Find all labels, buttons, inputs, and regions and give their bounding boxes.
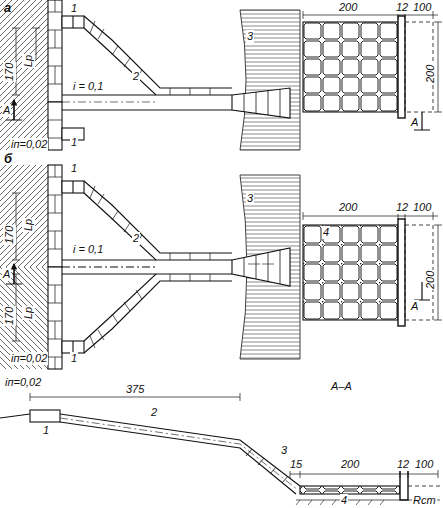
dimension-label: 200 [424,270,437,290]
section-mark: A [2,268,11,281]
callout-number: 1 [70,2,78,15]
view-letter: б [3,152,13,165]
callout-number: 2 [132,232,140,245]
callout-number: 2 [150,406,158,419]
dimension-label: Lр [22,54,35,68]
dimension-label: 200 [338,201,358,214]
callout-number: 3 [246,30,254,43]
dimension-label: 200 [338,1,358,14]
dimension-label: 100 [412,1,432,14]
dimension-label: 100 [412,201,432,214]
callout-number: 1 [70,352,78,365]
callout-number: 1 [70,162,78,175]
section-mark: A [410,300,419,313]
symbol-label: Rст [412,494,437,507]
dimension-label: 170 [3,62,16,82]
slope-label: iп=0,02 [4,376,42,389]
callout-number: 2 [132,70,140,83]
dimension-label: 200 [424,64,437,84]
slope-label: i = 0,1 [72,243,104,256]
dimension-label: 170 [3,306,16,326]
dimension-label: 375 [125,383,145,396]
slope-label: iп=0,02 [10,138,48,151]
callout-number: 1 [42,424,50,437]
section-mark: A [2,104,11,117]
view-letter: а [3,1,12,14]
callout-number: 1 [70,136,78,149]
callout-number: 3 [246,192,254,205]
section-mark: A [410,116,419,129]
slope-label: iп=0,02 [10,352,48,365]
dimension-label: 12 [395,1,409,14]
callout-number: 4 [322,226,330,239]
dimension-label: 12 [396,458,410,471]
callout-number: 3 [280,444,288,457]
dimension-label: 200 [340,458,360,471]
dimension-label: 15 [289,458,303,471]
section-title: A–A [330,380,353,393]
callout-number: 4 [340,494,348,507]
slope-label: i = 0,1 [72,80,104,93]
dimension-label: 100 [414,458,434,471]
dimension-label: Lр [22,306,35,320]
dimension-label: Lр [22,218,35,232]
dimension-label: 12 [395,201,409,214]
dimension-label: 170 [3,225,16,245]
